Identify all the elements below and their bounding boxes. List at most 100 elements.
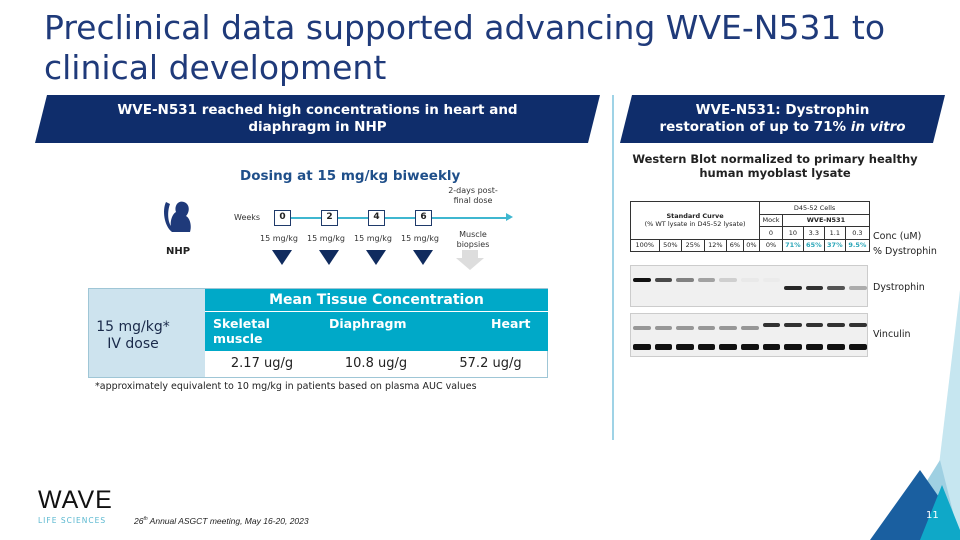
left-banner-line1: WVE-N531 reached high concentrations in … bbox=[117, 102, 518, 118]
dystrophin-band bbox=[676, 278, 694, 282]
slide-title: Preclinical data supported advancing WVE… bbox=[44, 8, 886, 87]
meeting-ordinal: 26 bbox=[134, 516, 144, 526]
row-label-cell: 15 mg/kg* IV dose bbox=[89, 289, 205, 377]
footnote: *approximately equivalent to 10 mg/kg in… bbox=[95, 381, 477, 392]
drug-header: WVE-N531 bbox=[781, 213, 871, 227]
conc-cell: 10 bbox=[781, 226, 804, 240]
column-header: Heart bbox=[491, 316, 531, 331]
vinculin-band bbox=[676, 326, 694, 330]
vinculin-band-lower bbox=[784, 344, 802, 350]
pct-cell: 0% bbox=[742, 238, 761, 252]
right-banner-line1: WVE-N531: Dystrophin bbox=[695, 102, 870, 118]
pct-cell: 0% bbox=[759, 238, 783, 252]
in-vitro-text: in vitro bbox=[850, 119, 906, 135]
vinculin-label: Vinculin bbox=[873, 329, 911, 340]
std-curve-cell: Standard Curve(% WT lysate in D45-52 lys… bbox=[629, 201, 761, 240]
dosing-title: Dosing at 15 mg/kg biweekly bbox=[240, 168, 461, 184]
vinculin-band bbox=[719, 326, 737, 330]
timeline-arrow-icon bbox=[506, 213, 513, 221]
vinculin-band-lower bbox=[719, 344, 737, 350]
wave-logo-sub: LIFE SCIENCES bbox=[38, 516, 107, 525]
dose-marker-icon bbox=[413, 250, 433, 265]
mock-header: Mock bbox=[759, 213, 783, 227]
value-cell: 57.2 ug/g bbox=[459, 356, 522, 371]
biopsy-arrow-icon bbox=[462, 250, 478, 258]
vinculin-band-lower bbox=[654, 344, 673, 350]
left-banner: WVE-N531 reached high concentrations in … bbox=[35, 95, 600, 143]
dose-marker-icon bbox=[272, 250, 292, 265]
dose-marker-icon bbox=[319, 250, 339, 265]
dose-marker-icon bbox=[366, 250, 386, 265]
vinculin-band bbox=[849, 323, 867, 327]
dystrophin-label: Dystrophin bbox=[873, 282, 925, 293]
right-banner-text: restoration of up to 71% bbox=[659, 119, 851, 135]
dystrophin-band bbox=[849, 286, 867, 290]
cells-header: D45-52 Cells bbox=[759, 201, 870, 215]
vinculin-band bbox=[762, 323, 781, 327]
pct-cell: 50% bbox=[658, 238, 683, 252]
pct-cell: 9.5% bbox=[844, 238, 871, 252]
conc-label: Conc (uM) bbox=[873, 231, 922, 242]
right-banner-line2: restoration of up to 71% in vitro bbox=[659, 119, 905, 136]
vinculin-blot bbox=[630, 313, 868, 357]
vinculin-band-lower bbox=[676, 344, 694, 350]
pct-label: % Dystrophin bbox=[873, 246, 937, 257]
vinculin-band bbox=[654, 326, 673, 330]
vinculin-band-lower bbox=[633, 344, 651, 350]
dystrophin-band bbox=[784, 286, 802, 290]
std-curve-sub: (% WT lysate in D45-52 lysate) bbox=[644, 220, 746, 229]
dystrophin-band bbox=[827, 286, 845, 290]
column-header: Skeletal muscle bbox=[213, 316, 270, 346]
week-box: 6 bbox=[415, 210, 432, 226]
pct-cell: 37% bbox=[823, 238, 846, 252]
dose-label: 15 mg/kg bbox=[354, 234, 392, 243]
dystrophin-band bbox=[697, 278, 716, 282]
page-number: 11 bbox=[926, 510, 939, 521]
week-box: 0 bbox=[274, 210, 291, 226]
dystrophin-blot bbox=[630, 265, 868, 307]
meeting-sup: th bbox=[143, 516, 148, 523]
value-cell: 10.8 ug/g bbox=[344, 356, 408, 371]
value-cell: 2.17 ug/g bbox=[230, 356, 294, 371]
monkey-icon bbox=[164, 201, 191, 232]
biopsies-label: Muscle biopsies bbox=[456, 230, 490, 249]
pct-cell: 100% bbox=[630, 238, 660, 252]
dystrophin-band bbox=[633, 278, 651, 282]
vinculin-band bbox=[827, 323, 845, 327]
pct-cell: 65% bbox=[802, 238, 825, 252]
week-box: 4 bbox=[368, 210, 385, 226]
meeting-label: Annual ASGCT meeting, May 16-20, 2023 bbox=[147, 516, 309, 526]
std-curve-label: Standard Curve bbox=[666, 212, 724, 221]
pct-cell: 12% bbox=[703, 238, 728, 252]
vinculin-band bbox=[805, 323, 824, 327]
table-header: Mean Tissue Concentration bbox=[205, 289, 548, 311]
vinculin-band bbox=[697, 326, 716, 330]
corner-decoration bbox=[870, 290, 960, 540]
dose-label: 15 mg/kg bbox=[260, 234, 298, 243]
blot-header-table: Standard Curve(% WT lysate in D45-52 lys… bbox=[629, 201, 871, 252]
pct-cell: 71% bbox=[781, 238, 804, 252]
week-box: 2 bbox=[321, 210, 338, 226]
pct-cell: 6% bbox=[726, 238, 744, 252]
conc-cell: 0 bbox=[759, 226, 783, 240]
vinculin-band-lower bbox=[762, 344, 781, 350]
western-blot-title: Western Blot normalized to primary healt… bbox=[632, 152, 918, 180]
dose-label: 15 mg/kg bbox=[307, 234, 345, 243]
dose-label: 15 mg/kg bbox=[401, 234, 439, 243]
meeting-text: 26th Annual ASGCT meeting, May 16-20, 20… bbox=[134, 516, 309, 526]
row-label: 15 mg/kg* IV dose bbox=[96, 319, 170, 352]
dystrophin-band bbox=[719, 278, 737, 282]
vinculin-band-lower bbox=[697, 344, 716, 350]
column-header: Diaphragm bbox=[329, 316, 407, 331]
dystrophin-band bbox=[763, 278, 781, 282]
vinculin-band bbox=[784, 323, 802, 327]
biopsy-arrowhead-icon bbox=[456, 258, 484, 270]
right-banner: WVE-N531: Dystrophin restoration of up t… bbox=[620, 95, 945, 143]
dystrophin-band bbox=[741, 278, 759, 282]
species-label: NHP bbox=[166, 246, 191, 257]
vinculin-band-lower bbox=[805, 344, 824, 350]
vinculin-band bbox=[741, 326, 759, 330]
divider bbox=[612, 95, 614, 440]
conc-cell: 0.3 bbox=[844, 226, 871, 240]
conc-cell: 1.1 bbox=[823, 226, 846, 240]
